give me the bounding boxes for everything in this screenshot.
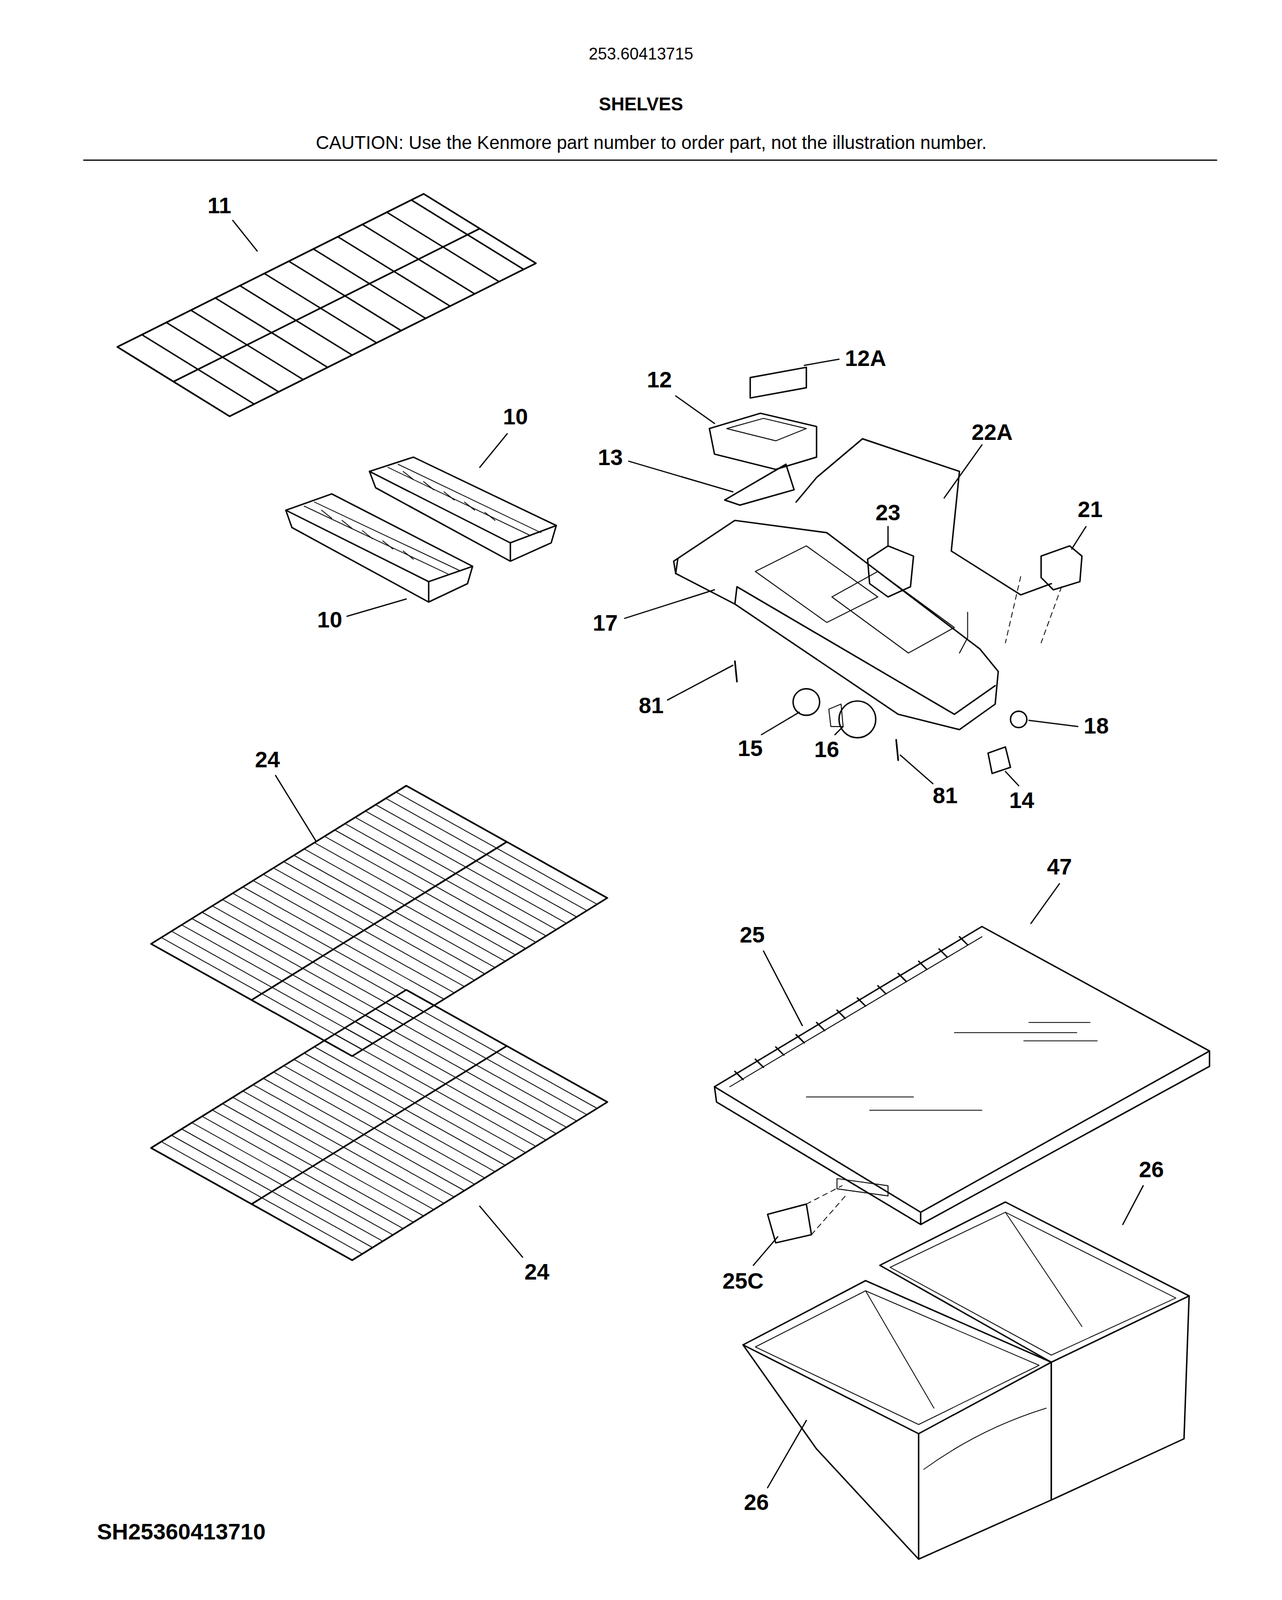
thermostat <box>1041 546 1083 591</box>
freezer-wire-shelf <box>117 194 536 417</box>
callout-number: 10 <box>502 405 528 430</box>
callout-number: 18 <box>1083 714 1109 740</box>
light-bulb <box>838 701 876 739</box>
callout-number: 47 <box>1047 855 1073 881</box>
baffle <box>724 464 795 505</box>
callout-number: 24 <box>524 1260 550 1286</box>
callout-number: 23 <box>875 501 901 526</box>
assembly-line <box>1005 576 1062 644</box>
ice-maker-housing <box>673 520 999 730</box>
callout-number: 12A <box>845 346 887 372</box>
model-number: 253.60413715 <box>589 45 694 64</box>
crisper-drawer <box>880 1202 1190 1501</box>
caution-note: CAUTION: Use the Kenmore part number to … <box>315 133 987 155</box>
callout-number: 17 <box>592 611 618 637</box>
page-title: SHELVES <box>598 94 683 116</box>
callout-number: 24 <box>255 748 281 773</box>
crisper-cover <box>714 926 1210 1225</box>
callout-number: 14 <box>1009 788 1035 814</box>
callout-number: 10 <box>317 608 343 633</box>
callout-number: 15 <box>737 736 763 762</box>
callout-number: 11 <box>207 194 231 219</box>
switch-housing <box>988 747 1011 774</box>
air-damper-box <box>709 413 817 470</box>
bulb-base <box>828 704 844 727</box>
filter <box>750 367 807 399</box>
callout-number: 13 <box>598 445 624 471</box>
callout-number: 26 <box>1138 1158 1165 1183</box>
leader-line <box>232 220 1144 1488</box>
switch <box>1010 711 1027 728</box>
ice-tray <box>369 457 557 562</box>
callout-number: 25C <box>722 1269 764 1295</box>
cover-clip <box>767 1204 812 1243</box>
callout-number: 21 <box>1077 497 1103 523</box>
glass-shelf-wire <box>151 785 608 1057</box>
callout-number: 81 <box>638 694 665 719</box>
callout-number: 81 <box>932 783 958 809</box>
ice-tray <box>285 494 473 603</box>
callout-number: 25 <box>739 923 765 949</box>
assembly-line <box>806 1186 848 1235</box>
callout-number: 16 <box>814 738 840 763</box>
drawing-code: SH25360413710 <box>97 1520 266 1546</box>
crisper-drawer <box>742 1280 1052 1560</box>
lamp-socket <box>793 688 821 716</box>
glass-shelf-wire <box>151 989 608 1261</box>
header-rule <box>83 159 1217 161</box>
callout-number: 26 <box>743 1491 770 1516</box>
callout-number: 12 <box>646 368 673 393</box>
defrost-timer <box>867 546 914 598</box>
callout-number: 22A <box>971 420 1013 445</box>
heater-wire <box>795 438 1052 595</box>
